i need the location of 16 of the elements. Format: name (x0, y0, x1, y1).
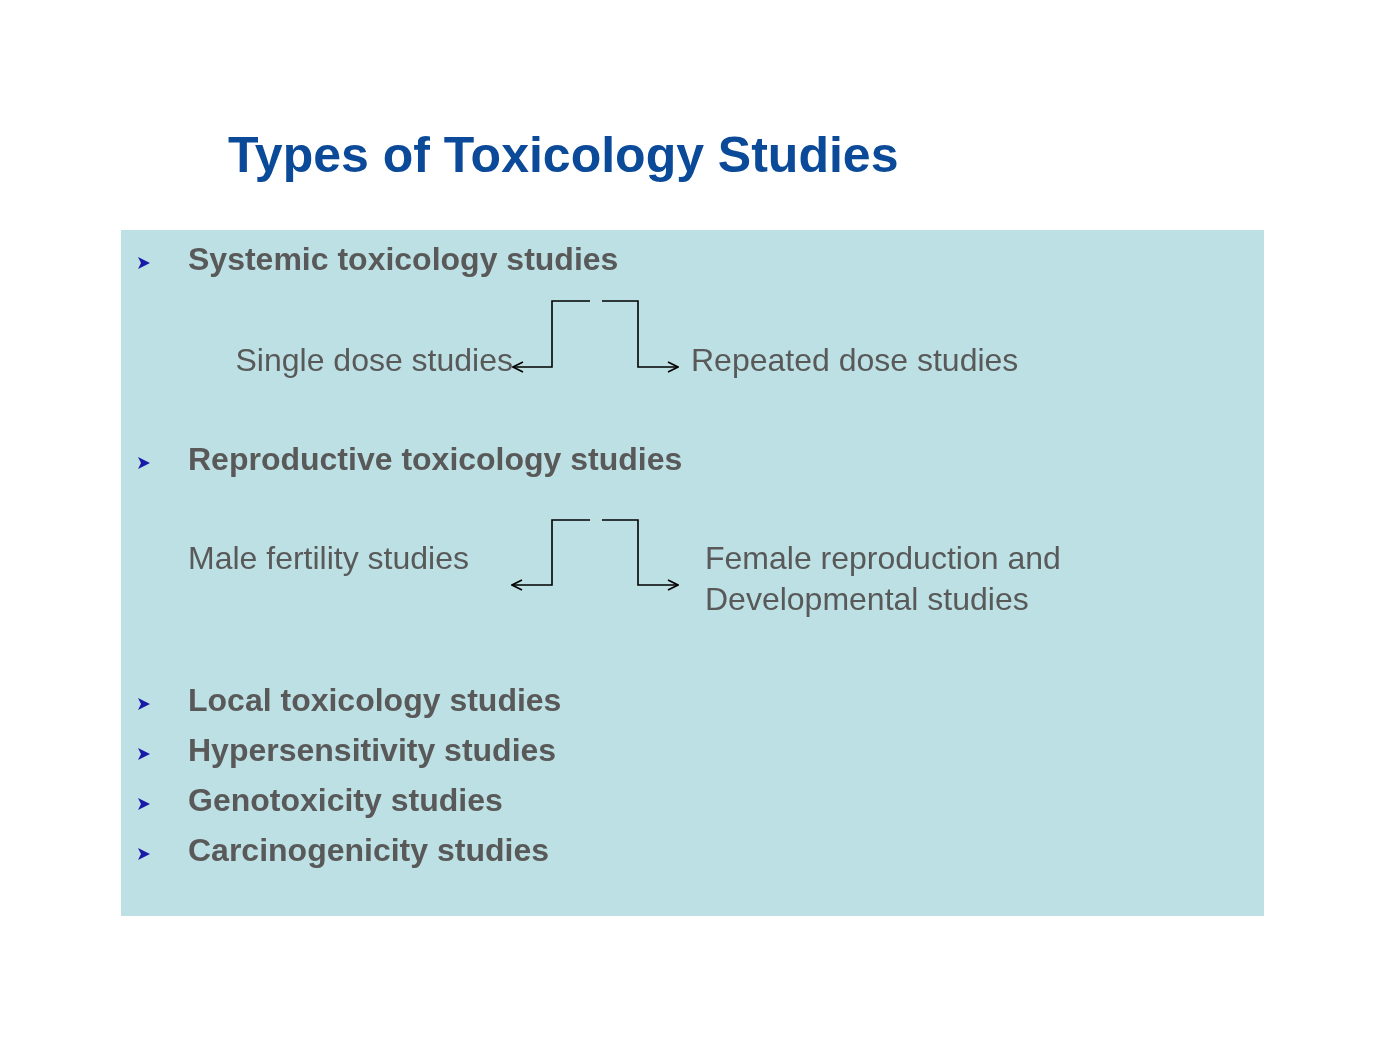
arrow (601, 300, 679, 373)
arrow (512, 300, 591, 373)
node-text: Male fertility studies (188, 540, 469, 576)
panel-background (121, 230, 1264, 916)
bullet-heading: Reproductive toxicology studies (188, 440, 683, 479)
node-text: Single dose studies (235, 342, 513, 378)
node-text: Repeated dose studies (691, 342, 1019, 378)
bullet-heading: Local toxicology studies (188, 681, 562, 720)
bullet-heading: Genotoxicity studies (188, 781, 503, 820)
node-text: Female reproduction and Developmental studies (705, 540, 1061, 617)
bullet-heading: Carcinogenicity studies (188, 831, 549, 870)
bullet-heading: Hypersensitivity studies (188, 731, 557, 770)
arrow (511, 519, 591, 591)
bullet-heading: Systemic toxicology studies (188, 240, 619, 279)
arrow (601, 519, 679, 591)
title: Types of Toxicology Studies (228, 126, 899, 184)
